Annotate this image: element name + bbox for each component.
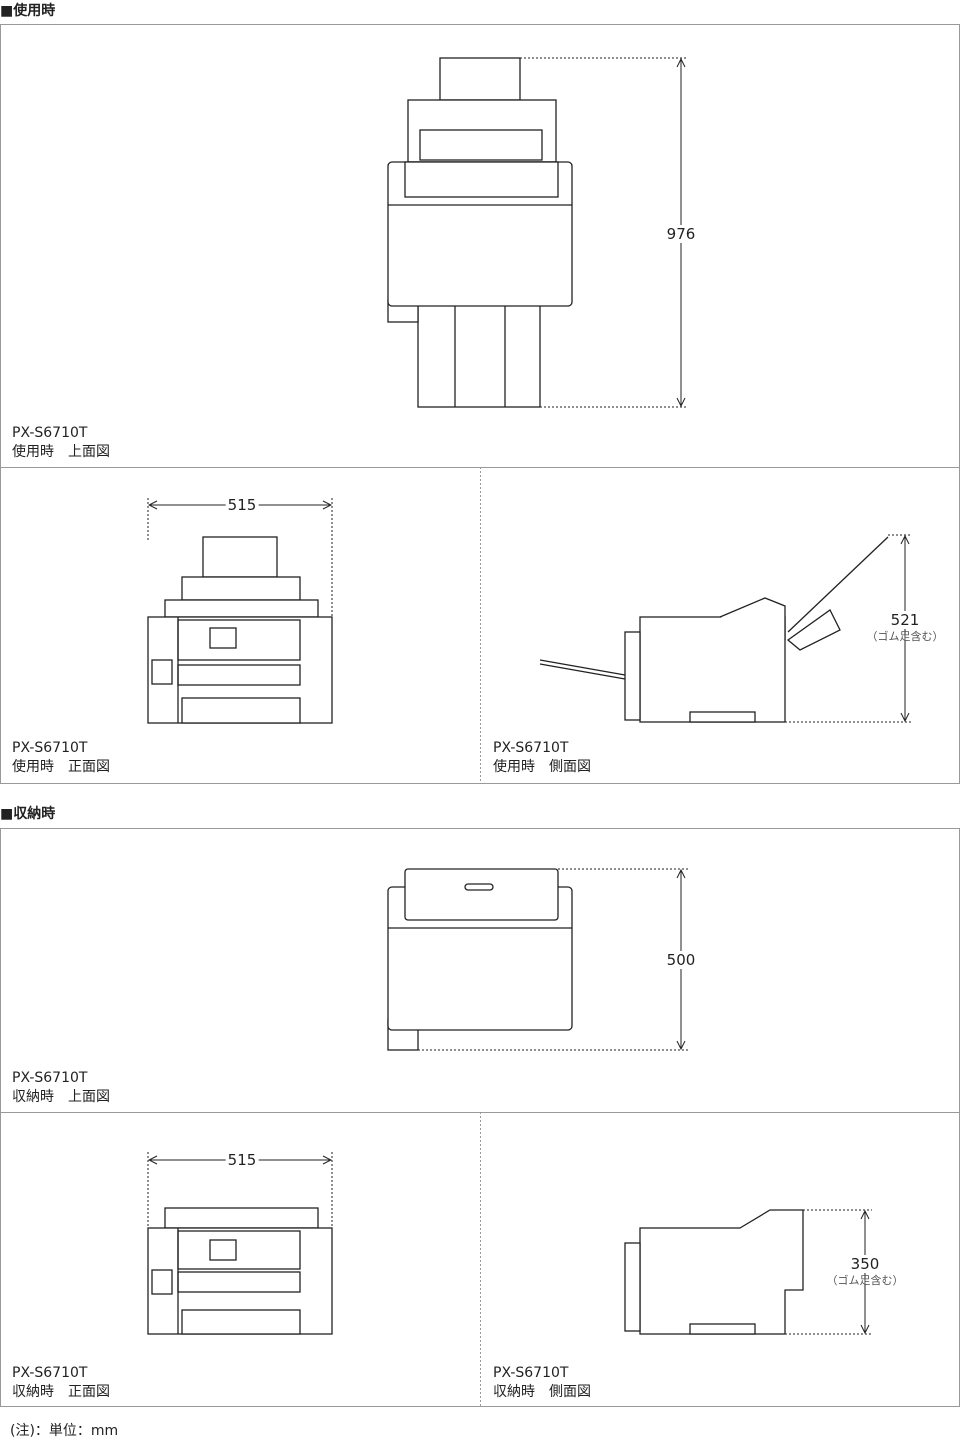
model-name: PX-S6710T	[12, 1365, 88, 1381]
printer-side-view-storage	[624, 1209, 804, 1335]
caption-in-use-top: PX-S6710T 使用時 上面図	[12, 424, 110, 462]
caption-storage-top: PX-S6710T 収納時 上面図	[12, 1069, 110, 1107]
dimension-width-in-use: 515	[225, 496, 259, 514]
model-name: PX-S6710T	[12, 1070, 88, 1086]
printer-front-view-in-use	[147, 536, 333, 724]
caption-storage-side: PX-S6710T 収納時 側面図	[493, 1364, 591, 1402]
view-label: 使用時 上面図	[12, 444, 110, 460]
model-name: PX-S6710T	[493, 1365, 569, 1381]
printer-top-view-in-use	[387, 57, 573, 408]
view-label: 使用時 側面図	[493, 759, 591, 775]
section-title-in-use: ■使用時	[0, 3, 56, 19]
unit-footnote: (注)：単位：mm	[10, 1423, 119, 1439]
printer-top-view-storage	[387, 868, 573, 1051]
model-name: PX-S6710T	[12, 740, 88, 756]
caption-in-use-side: PX-S6710T 使用時 側面図	[493, 739, 591, 777]
dimension-height-storage: 350	[848, 1255, 882, 1273]
dimension-note-storage: （ゴム足含む）	[826, 1274, 904, 1287]
view-label: 収納時 側面図	[493, 1384, 591, 1400]
dimension-depth-storage: 500	[664, 951, 698, 969]
model-name: PX-S6710T	[493, 740, 569, 756]
dimension-width-storage: 515	[225, 1151, 259, 1169]
printer-side-view-in-use	[539, 536, 889, 723]
view-label: 収納時 上面図	[12, 1089, 110, 1105]
dimension-height-in-use: 521	[888, 611, 922, 629]
caption-storage-front: PX-S6710T 収納時 正面図	[12, 1364, 110, 1402]
view-label: 収納時 正面図	[12, 1384, 110, 1400]
model-name: PX-S6710T	[12, 425, 88, 441]
dimension-note-in-use: （ゴム足含む）	[866, 630, 944, 643]
caption-in-use-front: PX-S6710T 使用時 正面図	[12, 739, 110, 777]
printer-front-view-storage	[147, 1207, 333, 1335]
section-title-storage: ■収納時	[0, 806, 56, 822]
dimension-depth-in-use: 976	[664, 225, 698, 243]
view-label: 使用時 正面図	[12, 759, 110, 775]
